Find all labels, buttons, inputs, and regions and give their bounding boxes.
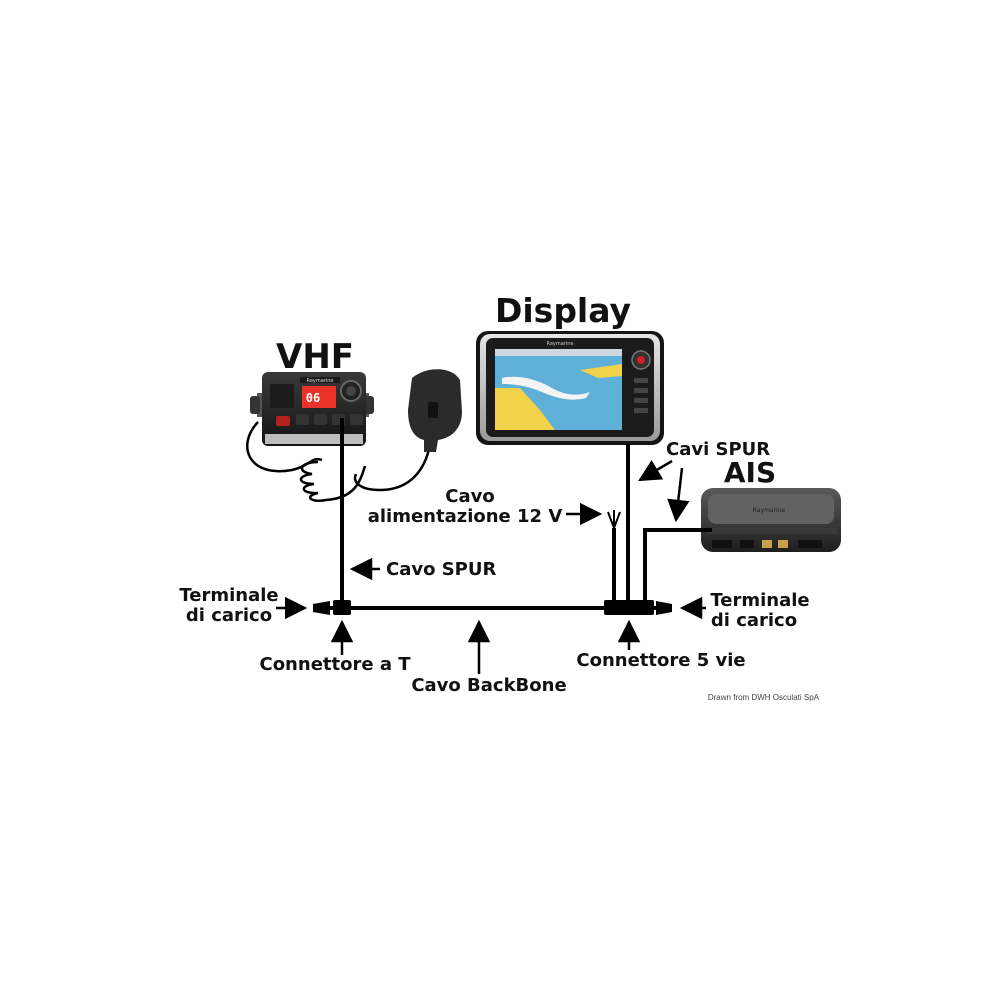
vhf-brand: Raymarine <box>306 378 333 384</box>
label-connettore-5: Connettore 5 vie <box>576 650 745 671</box>
label-cavo-line2: alimentazione 12 V <box>368 506 563 527</box>
credit-text: Drawn from DWH Osculati SpA <box>708 693 820 702</box>
arrow-cavi-spur-ais <box>667 467 690 523</box>
vhf-microphone <box>246 369 462 502</box>
vhf-radio: Raymarine 06 <box>250 372 374 446</box>
vhf-title: VHF <box>276 337 354 377</box>
display-chartplotter: Raymarine <box>476 331 664 445</box>
arrow-cavi-spur-display <box>638 459 673 482</box>
t-connector <box>333 600 351 615</box>
label-connettore-t: Connettore a T <box>259 654 411 675</box>
arrows <box>276 459 706 674</box>
five-way-connector <box>604 600 654 615</box>
label-cavo-spur: Cavo SPUR <box>386 559 496 580</box>
display-brand: Raymarine <box>546 341 573 347</box>
ais-brand: Raymarine <box>753 507 786 514</box>
ais-spur-cable <box>643 528 712 604</box>
label-terminale-right-2: di carico <box>711 610 797 631</box>
label-terminale-left-2: di carico <box>186 605 272 626</box>
ais-title: AIS <box>724 456 776 489</box>
display-title: Display <box>495 291 631 330</box>
label-backbone: Cavo BackBone <box>411 675 566 696</box>
label-terminale-right-1: Terminale <box>710 590 809 611</box>
label-cavi-spur: Cavi SPUR <box>666 439 770 460</box>
ais-receiver: Raymarine <box>701 488 841 552</box>
connectors <box>313 600 672 615</box>
label-terminale-left-1: Terminale <box>179 585 278 606</box>
vhf-channel-display: 06 <box>306 391 320 405</box>
left-terminator <box>313 601 330 615</box>
right-terminator <box>656 601 672 615</box>
label-cavo-line1: Cavo <box>445 486 494 507</box>
